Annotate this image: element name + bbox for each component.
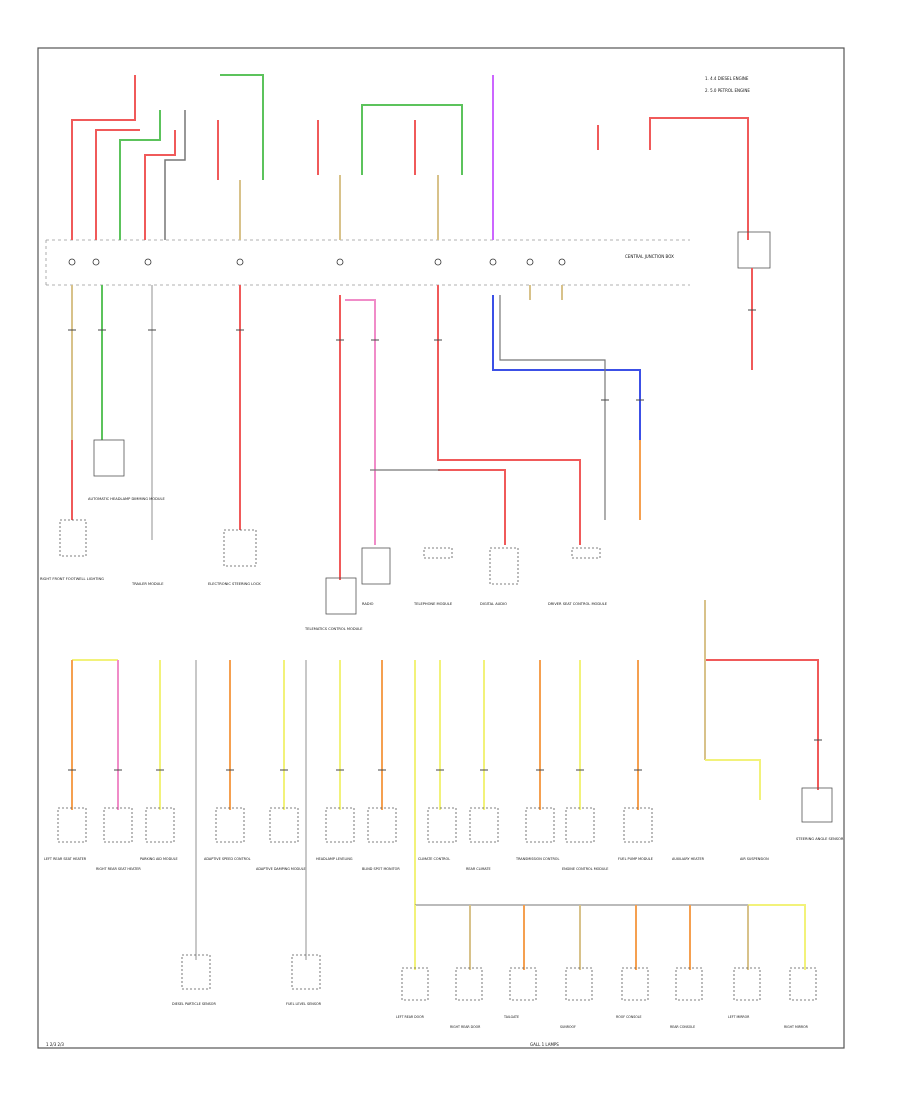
wire-top-gray-1 — [164, 110, 186, 240]
wire-top-red-2 — [95, 129, 140, 240]
legend-line-2: 2. 5.0 PETROL ENGINE — [705, 88, 750, 93]
module-label-radio: RADIO — [362, 602, 374, 606]
diagram-frame — [37, 47, 845, 1049]
module-label-steering-lock: ELECTRONIC STEERING LOCK — [208, 582, 261, 586]
ground-label: GALL 1 LAMPS — [530, 1042, 559, 1047]
module-label-diesel-particle: DIESEL PARTICLE SENSOR — [172, 1002, 216, 1006]
trailer-relay — [737, 231, 771, 269]
wire-top-green-2 — [220, 74, 264, 180]
module-label-parking: PARKING AID MODULE — [140, 857, 178, 861]
fuse-row — [68, 258, 566, 266]
module-label-digital-audio: DIGITAL AUDIO — [480, 602, 507, 606]
module-label-rr-seat: RIGHT REAR SEAT HEATER — [96, 867, 141, 871]
wire-bus-yellow — [748, 904, 806, 970]
ground-drops — [414, 905, 749, 970]
fusebox-label: CENTRAL JUNCTION BOX — [625, 254, 674, 259]
wire-mid-red-4 — [437, 285, 581, 545]
module-label-adaptive-speed: ADAPTIVE SPEED CONTROL — [204, 857, 251, 861]
connector-label-tailgate: TAILGATE — [503, 1015, 519, 1019]
module-label-engine: ENGINE CONTROL MODULE — [562, 867, 608, 871]
module-label-right-footwell: RIGHT FRONT FOOTWELL LIGHTING — [40, 577, 104, 581]
module-label-air-suspension: AIR SUSPENSION — [740, 857, 769, 861]
module-label-climate: CLIMATE CONTROL — [418, 857, 450, 861]
wire-feed-yellow — [705, 759, 761, 800]
module-label-adaptive-damping: ADAPTIVE DAMPING MODULE — [256, 867, 306, 871]
legend-line-1: 1. 4.4 DIESEL ENGINE — [705, 76, 749, 81]
module-label-driver-seat: DRIVER SEAT CONTROL MODULE — [548, 602, 608, 606]
connector-label-left-mirror: LEFT MIRROR — [728, 1015, 750, 1019]
module-label-telematics: TELEMATICS CONTROL MODULE — [304, 627, 363, 631]
connector-boxes-bottom — [401, 967, 817, 1001]
page-reference: 1 2/3 2/3 — [46, 1042, 64, 1047]
module-label-fuel-pump: FUEL PUMP MODULE — [618, 857, 653, 861]
wire-top-green-3 — [361, 104, 463, 175]
module-label-steering-angle: STEERING ANGLE SENSOR — [796, 837, 844, 841]
wire-feed-red — [705, 659, 819, 790]
connector-label-right-mirror: RIGHT MIRROR — [784, 1025, 809, 1029]
module-box-steering-angle — [801, 787, 833, 823]
module-label-fuel-level: FUEL LEVEL SENSOR — [286, 1002, 322, 1006]
module-boxes-mid — [59, 439, 601, 615]
wire-top-red-3 — [144, 130, 176, 240]
connector-label-rear-console: REAR CONSOLE — [670, 1025, 695, 1029]
connector-label-lr-door: LEFT REAR DOOR — [396, 1015, 425, 1019]
connector-ticks — [68, 309, 822, 771]
module-label-transmission: TRANSMISSION CONTROL — [515, 857, 559, 861]
connector-label-roof-console: ROOF CONSOLE — [616, 1015, 642, 1019]
wire-mid-pink-1 — [345, 299, 376, 545]
module-label-rear-climate: REAR CLIMATE — [466, 867, 491, 871]
module-label-telephone: TELEPHONE MODULE — [413, 602, 453, 606]
module-label-lr-seat: LEFT REAR SEAT HEATER — [44, 857, 87, 861]
module-label-aux-heater: AUXILIARY HEATER — [672, 857, 705, 861]
module-label-trailer: TRAILER MODULE — [131, 582, 164, 586]
wire-top-red-1 — [71, 75, 136, 240]
module-label-auto-headlamp: AUTOMATIC HEADLAMP DIMMING MODULE — [88, 497, 165, 501]
module-label-blind-spot: BLIND SPOT MONITOR — [362, 867, 400, 871]
wire-top-green-1 — [119, 110, 161, 240]
connector-label-rr-door: RIGHT REAR DOOR — [450, 1025, 481, 1029]
module-boxes-bottom — [57, 807, 653, 990]
wire-mid-gray-2 — [499, 295, 606, 520]
wire-mid-blue-1 — [492, 295, 641, 440]
connector-label-sunroof: SUNROOF — [560, 1025, 576, 1029]
wire-mid-red-5 — [438, 469, 506, 545]
module-label-headlamp-level: HEADLAMP LEVELING — [316, 857, 353, 861]
wire-top-red-8 — [649, 117, 749, 240]
